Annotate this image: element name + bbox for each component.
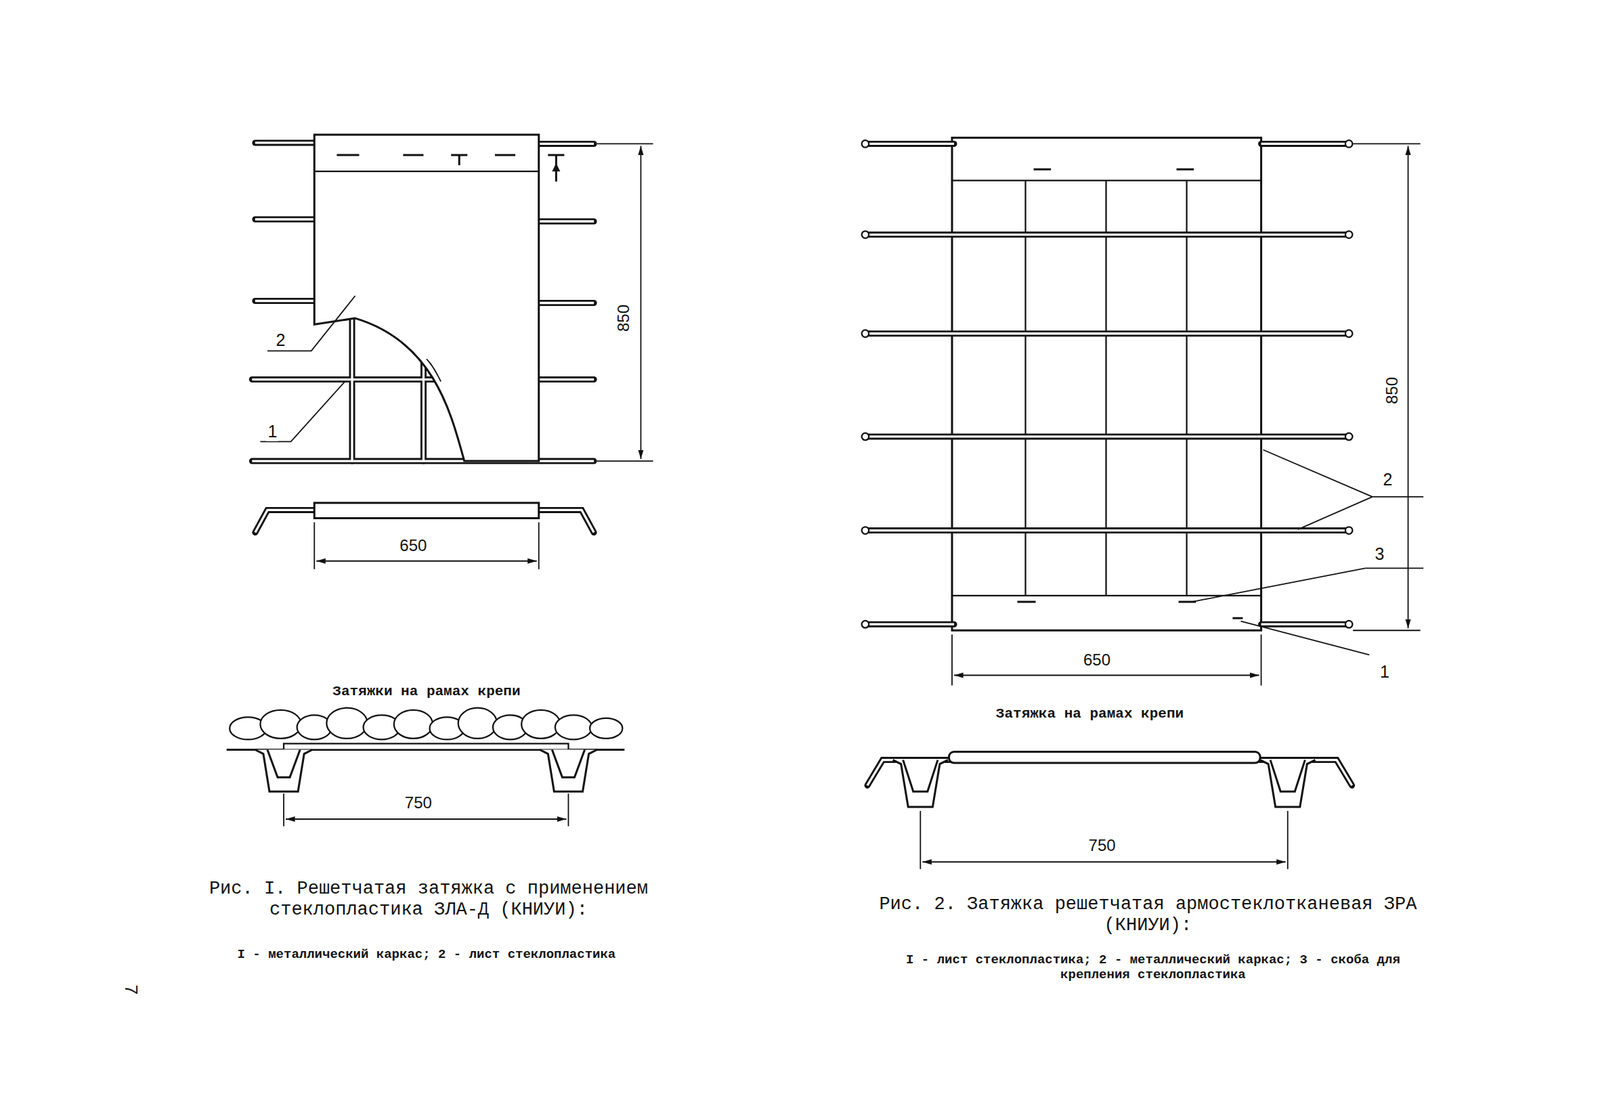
dimension-label: 850 bbox=[1382, 375, 1402, 406]
dimension-label: 650 bbox=[1082, 650, 1112, 670]
dimension-label: 750 bbox=[1087, 836, 1118, 856]
figure-legend: I - лист стеклопластика; 2 - металлическ… bbox=[905, 953, 1401, 984]
figure-1-side-view bbox=[255, 503, 594, 570]
dimension-label: 750 bbox=[403, 793, 434, 813]
figure-1-plan bbox=[251, 134, 653, 462]
callout-number: 1 bbox=[1378, 661, 1391, 682]
callout-number: 2 bbox=[274, 329, 287, 350]
figure-legend: I - металлический каркас; 2 - лист стекл… bbox=[236, 947, 618, 963]
figure-2-plan bbox=[861, 137, 1424, 686]
figure-caption: Рис. 2. Затяжка решетчатая армостеклотка… bbox=[859, 894, 1436, 937]
page-number: 7 bbox=[120, 983, 141, 997]
dimension-label: 850 bbox=[614, 303, 634, 334]
figure-2-frame-section bbox=[867, 752, 1353, 870]
figure-caption: Рис. I. Решетчатая затяжка с применением… bbox=[195, 878, 663, 921]
view-title: Затяжка на рамах крепи bbox=[994, 706, 1185, 723]
dimension-label: 650 bbox=[398, 536, 428, 556]
figure-1-frame-section bbox=[226, 708, 625, 827]
view-title: Затяжки на рамах крепи bbox=[331, 683, 522, 701]
callout-number: 3 bbox=[1373, 544, 1387, 565]
callout-number: 1 bbox=[266, 421, 279, 442]
callout-number: 2 bbox=[1381, 469, 1395, 490]
